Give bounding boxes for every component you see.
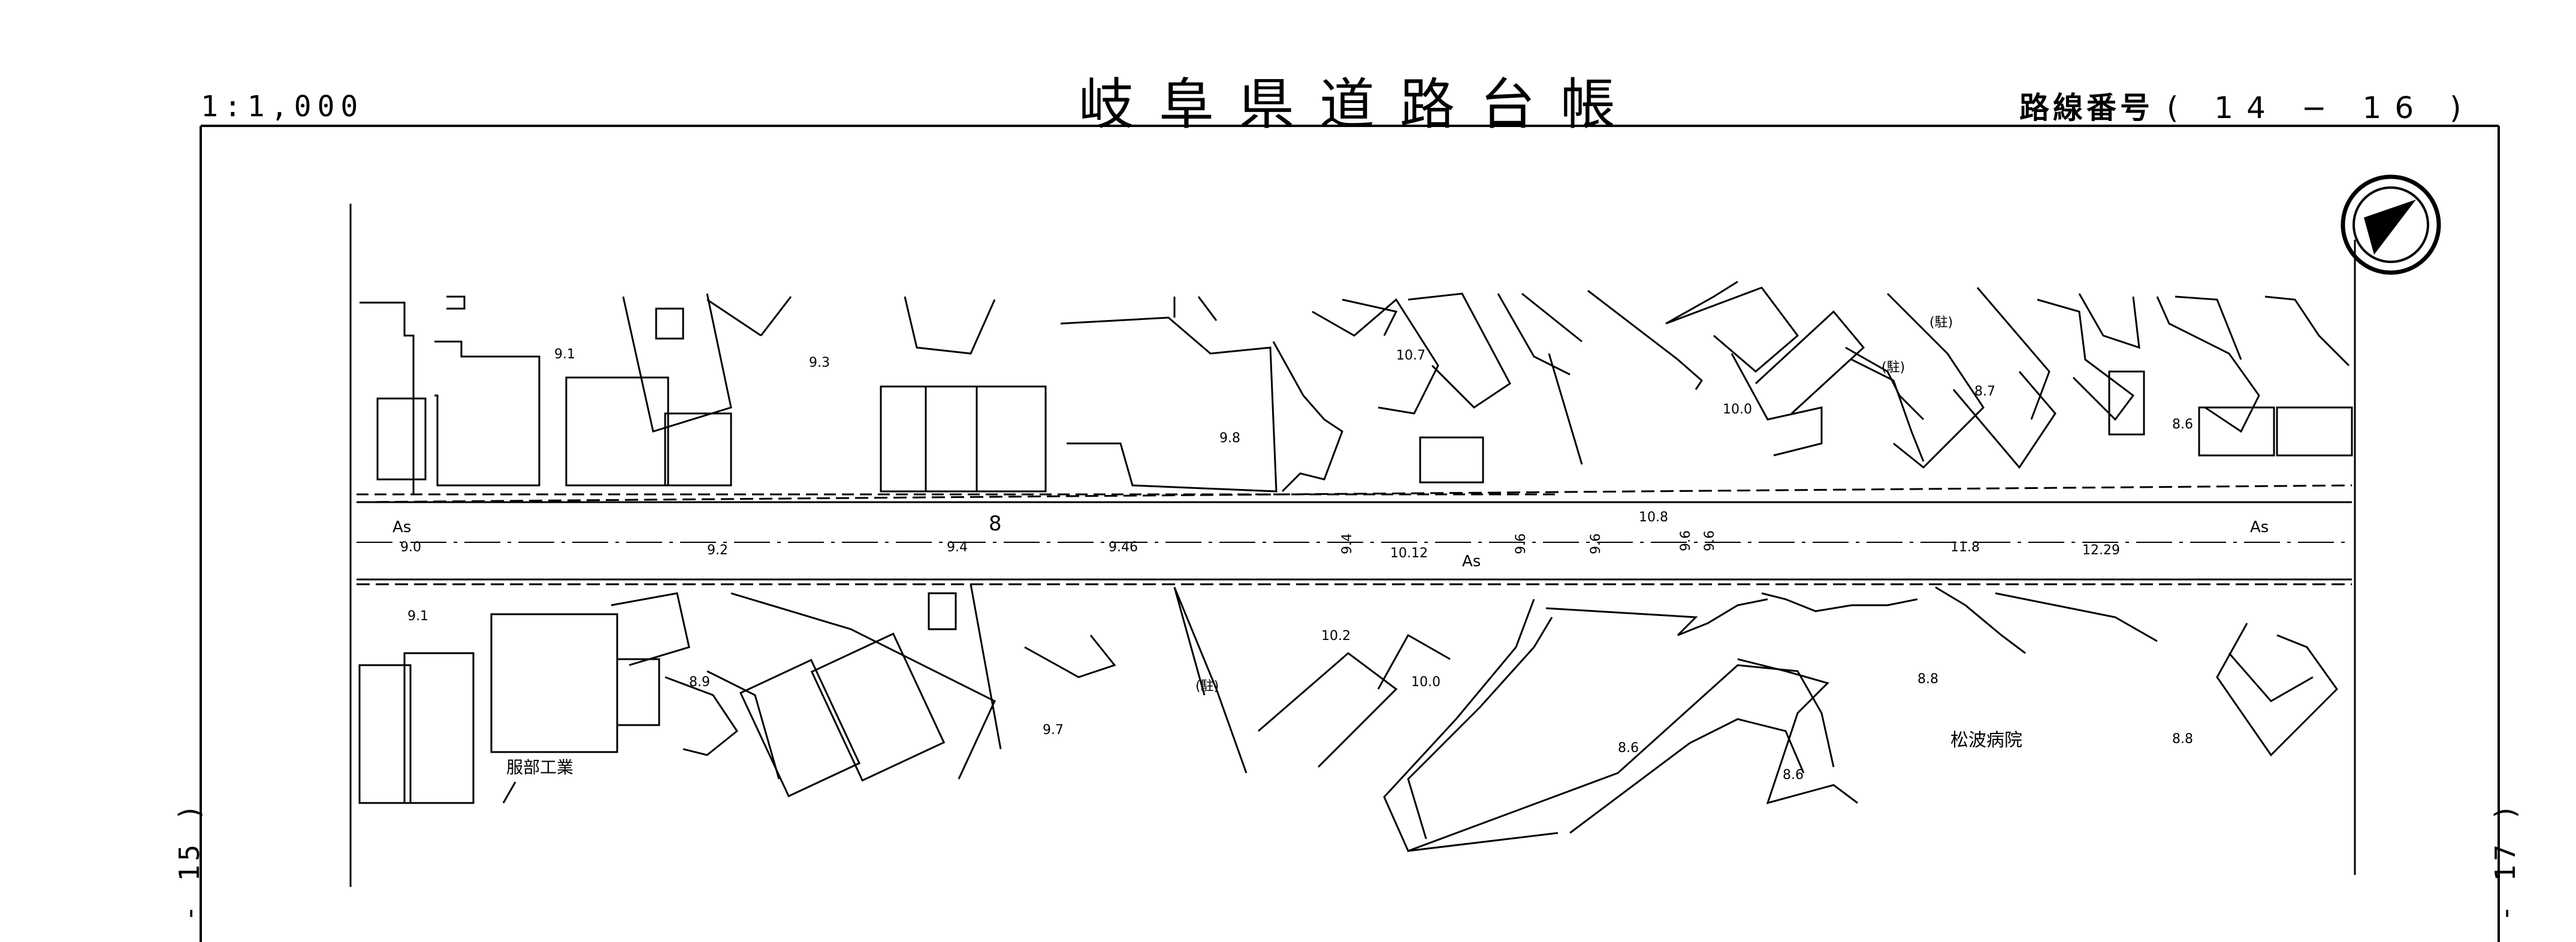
elevation: 9.4 [1340,533,1355,554]
elevation: 9.1 [407,609,428,624]
elevation: 9.4 [947,540,968,555]
elevation: 9.6 [1589,533,1603,554]
elevation: 8.7 [1974,384,1995,399]
elevation: 9.6 [1702,530,1717,551]
route-label-text: 路線番号 [2019,90,2154,125]
elevation: 9.6 [1514,533,1529,554]
elevation: 8.9 [689,675,710,690]
buildings-north [360,280,2353,494]
elevation: 8.8 [2172,732,2193,747]
road-surface-label: As [2250,518,2269,536]
elevation: 8.6 [1618,741,1639,756]
elevation: 9.1 [554,347,575,362]
elevation: 8.6 [2172,417,2193,432]
elevation: 9.6 [1678,530,1693,551]
elevation: 11.8 [1950,540,1980,555]
elevation: 9.0 [400,540,421,555]
road-surface-label: As [1462,552,1481,570]
parking-label: (駐) [1882,360,1905,375]
road-surface-label: As [392,518,411,536]
elevation: 9.46 [1109,540,1138,555]
elevation: 9.2 [707,543,728,558]
elevation: 10.2 [1321,629,1351,644]
hospital-label: 松波病院 [1950,730,2022,751]
map-labels: As As As 8 9.1 9.3 9.8 10.7 10.0 8.7 8.6… [392,315,2269,783]
factory-label: 服部工業 [506,757,573,777]
elevation: 9.3 [809,355,830,370]
buildings-south [358,584,1451,804]
parking-label: (駐) [1195,679,1219,694]
sheet-frame [200,125,2500,942]
elevation: 10.0 [1411,675,1440,690]
elevation: 8.8 [1917,672,1938,687]
elevation: 9.7 [1043,723,1064,738]
elevation: 9.8 [1219,431,1240,446]
route-number-label: 路線番号 ( 14 − 16 ) [2019,84,2475,127]
hospital-grounds [1383,586,2338,852]
leader-line [502,781,517,804]
km-marker: 8 [989,512,1002,536]
north-arrow-icon [2341,174,2441,275]
route-number: ( 14 − 16 ) [2166,90,2475,125]
parking-label: (駐) [1929,315,1953,330]
map-scale: 1:1,000 [201,90,364,123]
elevation: 10.12 [1390,546,1428,561]
elevation: 12.29 [2082,543,2120,558]
road [356,484,2352,585]
elevation: 8.6 [1783,768,1804,783]
elevation: 10.0 [1723,402,1752,417]
elevation: 10.8 [1639,510,1668,525]
elevation: 10.7 [1396,348,1426,363]
